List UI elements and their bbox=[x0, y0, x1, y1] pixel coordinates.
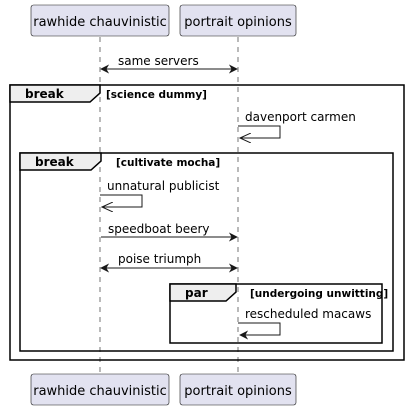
participant-label: rawhide chauvinistic bbox=[33, 384, 167, 399]
message-label: same servers bbox=[118, 54, 199, 68]
message-label: davenport carmen bbox=[245, 110, 356, 124]
participant-foot-portrait: portrait opinions bbox=[179, 373, 297, 406]
fragment-keyword: par bbox=[185, 286, 208, 300]
message-same-servers: same servers bbox=[100, 54, 238, 74]
participant-label: rawhide chauvinistic bbox=[33, 15, 167, 30]
message-label: unnatural publicist bbox=[107, 179, 220, 193]
message-davenport-carmen: davenport carmen bbox=[238, 110, 356, 138]
message-label: speedboat beery bbox=[108, 222, 210, 236]
participant-head-rawhide: rawhide chauvinistic bbox=[30, 4, 170, 37]
fragment-break-inner: break [cultivate mocha] bbox=[19, 152, 394, 352]
participant-foot-rawhide: rawhide chauvinistic bbox=[30, 373, 170, 406]
participant-head-portrait: portrait opinions bbox=[179, 4, 297, 37]
fragment-par: par [undergoing unwitting] bbox=[169, 283, 388, 344]
message-label: rescheduled macaws bbox=[245, 307, 371, 321]
fragment-break-outer: break [science dummy] bbox=[9, 84, 405, 361]
message-label: poise triumph bbox=[118, 252, 201, 266]
message-rescheduled-macaws: rescheduled macaws bbox=[238, 307, 371, 340]
message-speedboat-beery: speedboat beery bbox=[101, 222, 238, 242]
message-poise-triumph: poise triumph bbox=[100, 252, 238, 273]
fragment-keyword: break bbox=[25, 87, 65, 101]
participant-label: portrait opinions bbox=[184, 15, 292, 30]
fragment-condition: [science dummy] bbox=[106, 89, 207, 101]
fragment-condition: [cultivate mocha] bbox=[116, 157, 220, 169]
fragment-condition: [undergoing unwitting] bbox=[250, 288, 388, 300]
fragment-keyword: break bbox=[35, 155, 75, 169]
participant-label: portrait opinions bbox=[184, 384, 292, 399]
message-unnatural-publicist: unnatural publicist bbox=[100, 179, 220, 207]
